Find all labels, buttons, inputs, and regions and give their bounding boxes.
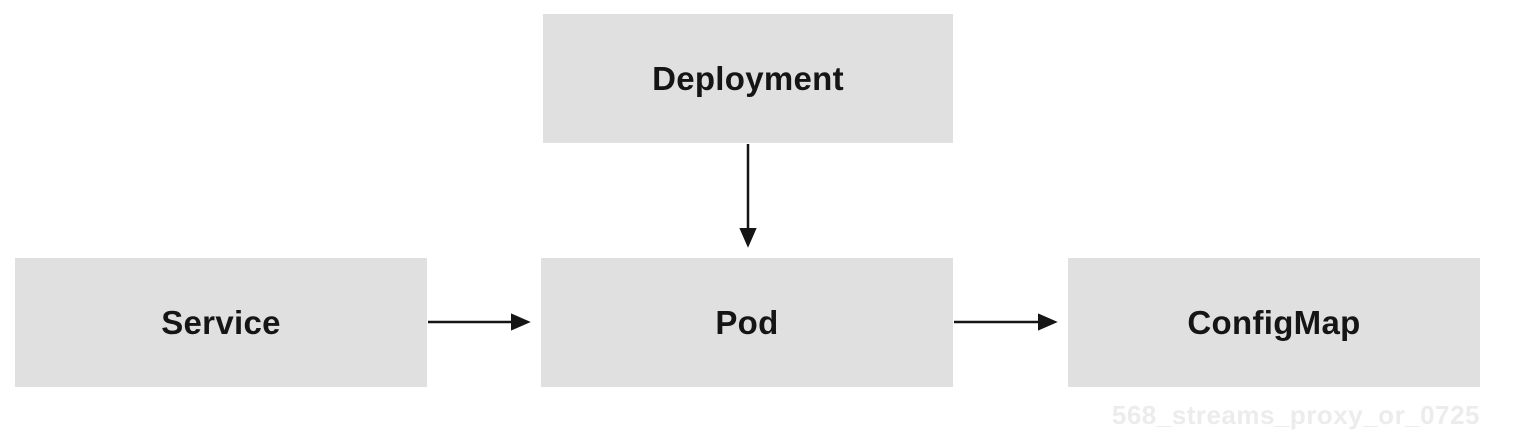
node-configmap-label: ConfigMap xyxy=(1187,303,1361,341)
watermark-text: 568_streams_proxy_or_0725 xyxy=(1111,400,1480,430)
node-deployment-label: Deployment xyxy=(652,59,844,97)
node-service: Service xyxy=(15,258,427,387)
node-deployment: Deployment xyxy=(543,14,953,143)
node-pod-label: Pod xyxy=(715,303,779,341)
node-configmap: ConfigMap xyxy=(1068,258,1480,387)
node-pod: Pod xyxy=(541,258,953,387)
node-service-label: Service xyxy=(161,303,281,341)
